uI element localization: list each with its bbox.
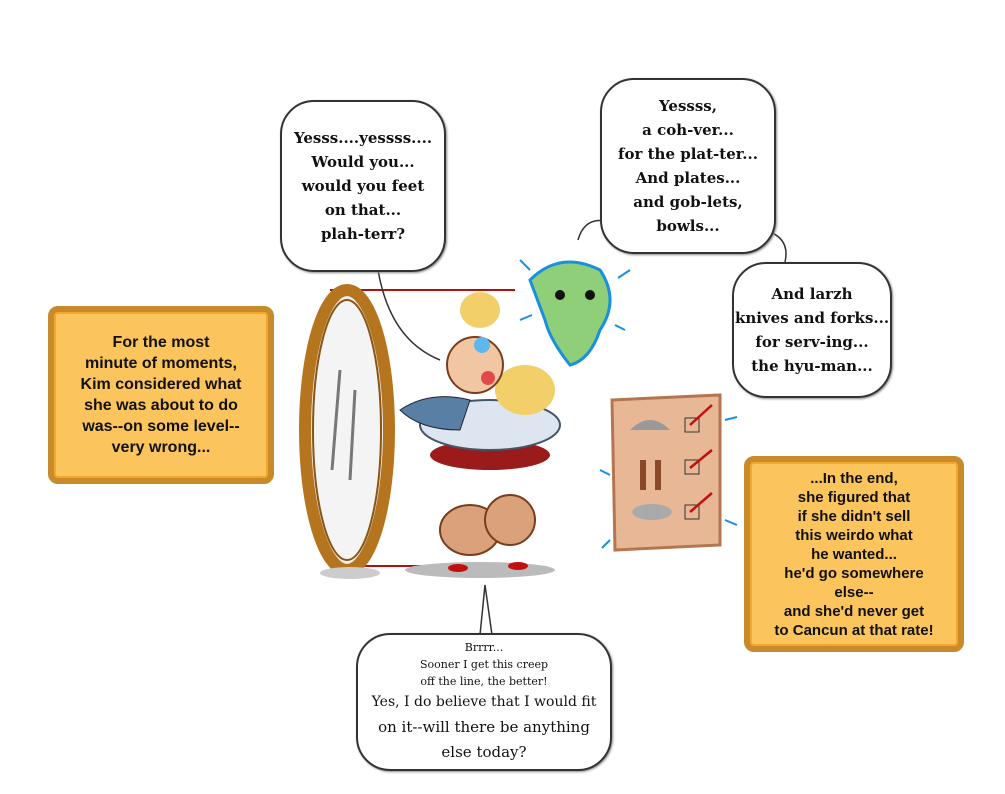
bubble-tail-kim-bottom [479,584,493,636]
bubble-line: Yes, I do believe that I would fit [371,694,597,710]
caption-line: very wrong... [111,439,211,456]
bubble-line: a coh-ver... [642,121,734,139]
utensil-checklist-scroll [599,393,738,552]
caption-right: ...In the end, she figured that if she d… [744,456,964,652]
speech-bubble-kim-bottom: Brrrr... Sooner I get this creep off the… [356,633,612,771]
bubble-line: and gob-lets, [633,193,743,211]
caption-line: if she didn't sell [797,507,911,525]
thought-text: Brrrr... Sooner I get this creep off the… [420,639,548,690]
caption-line: and she'd never get [783,602,925,620]
speech-bubble-kim-top: Yesss....yessss.... Would you... would y… [280,100,446,272]
bubble-line: knives and forks... [734,309,890,327]
bubble-line: for the plat-ter... [618,145,758,163]
bubble-line: Yessss, [659,97,717,115]
caption-line: she figured that [797,488,911,506]
caption-line: this weirdo what [795,526,913,544]
speech-bubble-ghost-1: Yessss, a coh-ver... for the plat-ter...… [600,78,776,254]
caption-line: ...In the end, [810,469,898,487]
bubble-line: Brrrr... [464,641,504,654]
bubble-line: And larzh [771,285,853,303]
caption-line: she was about to do [84,397,238,414]
caption-line: to Cancun at that rate! [774,621,934,639]
caption-line: minute of moments, [84,355,237,372]
bubble-line: Would you... [311,153,415,171]
caption-line: was--on some level-- [82,418,240,435]
kim-character [399,292,561,578]
mirror [299,284,395,579]
ghost-character [519,259,631,367]
speech-bubble-ghost-2: And larzh knives and forks... for serv-i… [732,262,892,398]
bubble-line: would you feet [301,177,425,195]
caption-line: For the most [112,334,210,351]
bubble-line: on it--will there be anything [378,718,590,736]
speech-text: Yes, I do believe that I would fit on it… [372,690,597,765]
bubble-line: the hyu-man... [751,357,873,375]
caption-line: he'd go somewhere [784,564,924,582]
caption-line: else-- [834,583,874,601]
bubble-line: plah-terr? [320,225,406,243]
caption-line: Kim considered what [80,376,242,393]
bubble-line: on that... [324,201,402,219]
bubble-tail-kim-top [377,269,441,361]
bubble-line: bowls... [656,217,720,235]
bubble-line: else today? [441,743,527,761]
caption-left: For the most minute of moments, Kim cons… [48,306,274,484]
bubble-connector [769,231,787,263]
bubble-line: for serv-ing... [755,333,869,351]
bubble-line: off the line, the better! [420,675,548,688]
bubble-line: And plates... [635,169,741,187]
bubble-line: Yesss....yessss.... [293,129,433,147]
caption-line: he wanted... [811,545,897,563]
bubble-line: Sooner I get this creep [419,658,549,671]
